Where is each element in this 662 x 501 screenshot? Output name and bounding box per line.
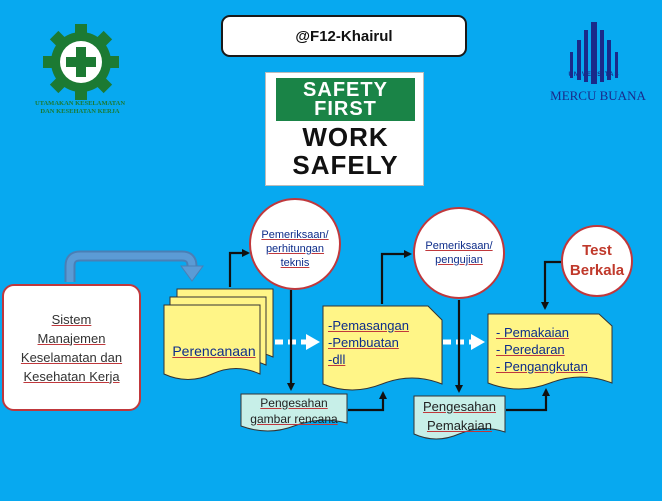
system-to-planning-arrow xyxy=(64,250,198,282)
approval2-line1: Pengesahan xyxy=(422,399,496,414)
test-circle xyxy=(561,225,633,297)
approval2-to-usage-arrow xyxy=(506,388,550,412)
usage-doc-shape xyxy=(487,313,613,390)
dashed-arrow-2 xyxy=(443,334,485,350)
check1-label: Pemeriksaan/ perhitungan teknis xyxy=(252,228,338,270)
sign-line2: FIRST xyxy=(314,98,377,120)
check2-label: Pemeriksaan/ pengujian xyxy=(414,239,504,267)
k3-caption-line1: UTAMAKAN KESELAMATAN xyxy=(34,100,126,107)
test-line2: Berkala xyxy=(569,262,625,279)
approval2-label: Pengesahan Pemakaian xyxy=(414,397,505,435)
sign-line3: WORK xyxy=(302,122,389,152)
test-label: Test Berkala xyxy=(565,241,629,281)
blue-arrowhead-icon xyxy=(180,265,204,282)
k3-gear-logo xyxy=(43,24,119,100)
sign-white-panel: WORK SAFELY xyxy=(276,123,415,181)
approval2-doc-shape xyxy=(413,395,506,440)
build-label: -Pemasangan -Pembuatan -dll xyxy=(328,317,438,368)
system-line1: Sistem xyxy=(51,311,92,327)
system-label: Sistem Manajemen Keselamatan dan Kesehat… xyxy=(21,310,122,386)
check1-line3: teknis xyxy=(280,257,310,269)
planning-to-check1-arrow xyxy=(228,249,250,287)
check1-line1: Pemeriksaan/ xyxy=(261,229,329,241)
build-line3: -dll xyxy=(328,352,346,367)
build-doc-shape xyxy=(322,305,443,391)
build-line2: -Pembuatan xyxy=(328,335,399,350)
sign-line4: SAFELY xyxy=(292,150,399,180)
planning-label: Perencanaan xyxy=(172,343,256,359)
system-line2: Manajemen xyxy=(37,330,106,346)
approval1-line1: Pengesahan xyxy=(260,396,328,410)
usage-label: - Pemakaian - Peredaran - Pengangkutan xyxy=(496,324,608,375)
dashed-arrow-1 xyxy=(275,334,320,350)
test-to-usage-arrow xyxy=(541,260,561,310)
safety-sign: SAFETY FIRST WORK SAFELY xyxy=(265,72,424,186)
build-to-check2-arrow xyxy=(380,250,412,304)
approval1-doc-shape xyxy=(240,393,348,432)
check1-circle xyxy=(249,198,341,290)
mercu-buana-logo xyxy=(570,22,618,84)
check1-line2: perhitungan xyxy=(265,243,325,255)
usage-line3: - Pengangkutan xyxy=(496,359,588,374)
cross-icon xyxy=(66,47,96,77)
check2-line2: pengujian xyxy=(435,254,483,266)
title-box: @F12-Khairul xyxy=(221,15,467,57)
planning-doc-stack xyxy=(163,288,274,380)
tower-icon xyxy=(570,22,618,84)
k3-caption: UTAMAKAN KESELAMATAN DAN KESEHATAN KERJA xyxy=(14,100,146,116)
system-line4: Kesehatan Kerja xyxy=(23,368,120,384)
test-line1: Test xyxy=(582,242,612,259)
usage-line2: - Peredaran xyxy=(496,342,565,357)
build-line1: -Pemasangan xyxy=(328,318,409,333)
system-line3: Keselamatan dan xyxy=(20,349,123,365)
title-text: @F12-Khairul xyxy=(295,27,393,45)
check2-line1: Pemeriksaan/ xyxy=(425,240,493,252)
approval1-to-build-arrow xyxy=(348,391,387,412)
check2-circle xyxy=(413,207,505,299)
k3-caption-line2: DAN KESEHATAN KERJA xyxy=(40,108,120,115)
university-arc-text: UNIVERSITAS xyxy=(568,72,620,78)
approval2-line2: Pemakaian xyxy=(426,418,493,433)
system-box: Sistem Manajemen Keselamatan dan Kesehat… xyxy=(2,284,141,411)
sign-line1: SAFETY xyxy=(303,79,388,101)
approval1-line2: gambar rencana xyxy=(250,412,338,426)
approval1-label: Pengesahan gambar rencana xyxy=(241,395,347,427)
university-name: MERCU BUANA xyxy=(550,88,646,103)
planning-label-wrap: Perencanaan xyxy=(164,343,264,361)
sign-green-panel: SAFETY FIRST xyxy=(276,78,415,121)
usage-line1: - Pemakaian xyxy=(496,325,569,340)
